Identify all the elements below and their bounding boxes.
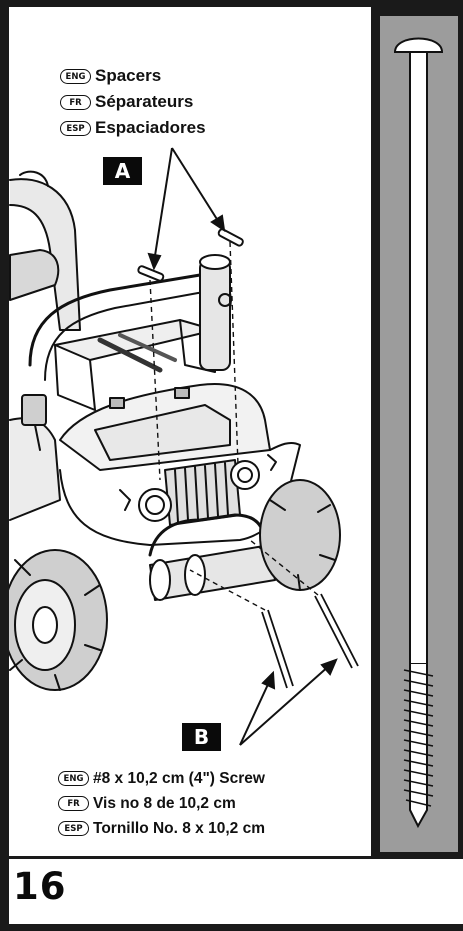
- page-number: 16: [13, 865, 67, 908]
- spacers-text-fr: Séparateurs: [95, 92, 194, 111]
- eng-language-badge: ENG: [60, 69, 91, 85]
- spacers-text-esp: Espaciadores: [95, 118, 206, 137]
- callout-a: A: [103, 157, 142, 185]
- page-frame-bottom: [0, 924, 463, 931]
- page-frame-top: [0, 0, 463, 7]
- fr-language-badge: FR: [58, 796, 89, 812]
- callout-b: B: [182, 723, 221, 751]
- fr-language-badge: FR: [60, 95, 91, 111]
- screw-text-eng: #8 x 10,2 cm (4") Screw: [93, 770, 265, 787]
- esp-language-badge: ESP: [58, 821, 89, 837]
- eng-language-badge: ENG: [58, 771, 89, 787]
- page-divider: [9, 856, 463, 859]
- screw-text-esp: Tornillo No. 8 x 10,2 cm: [93, 820, 265, 837]
- screw-text-fr: Vis no 8 de 10,2 cm: [93, 795, 236, 812]
- esp-language-badge: ESP: [60, 121, 91, 137]
- screw-label-eng: ENG#8 x 10,2 cm (4") Screw: [58, 768, 265, 790]
- page-frame-left: [0, 0, 9, 931]
- spacers-text-eng: Spacers: [95, 66, 162, 85]
